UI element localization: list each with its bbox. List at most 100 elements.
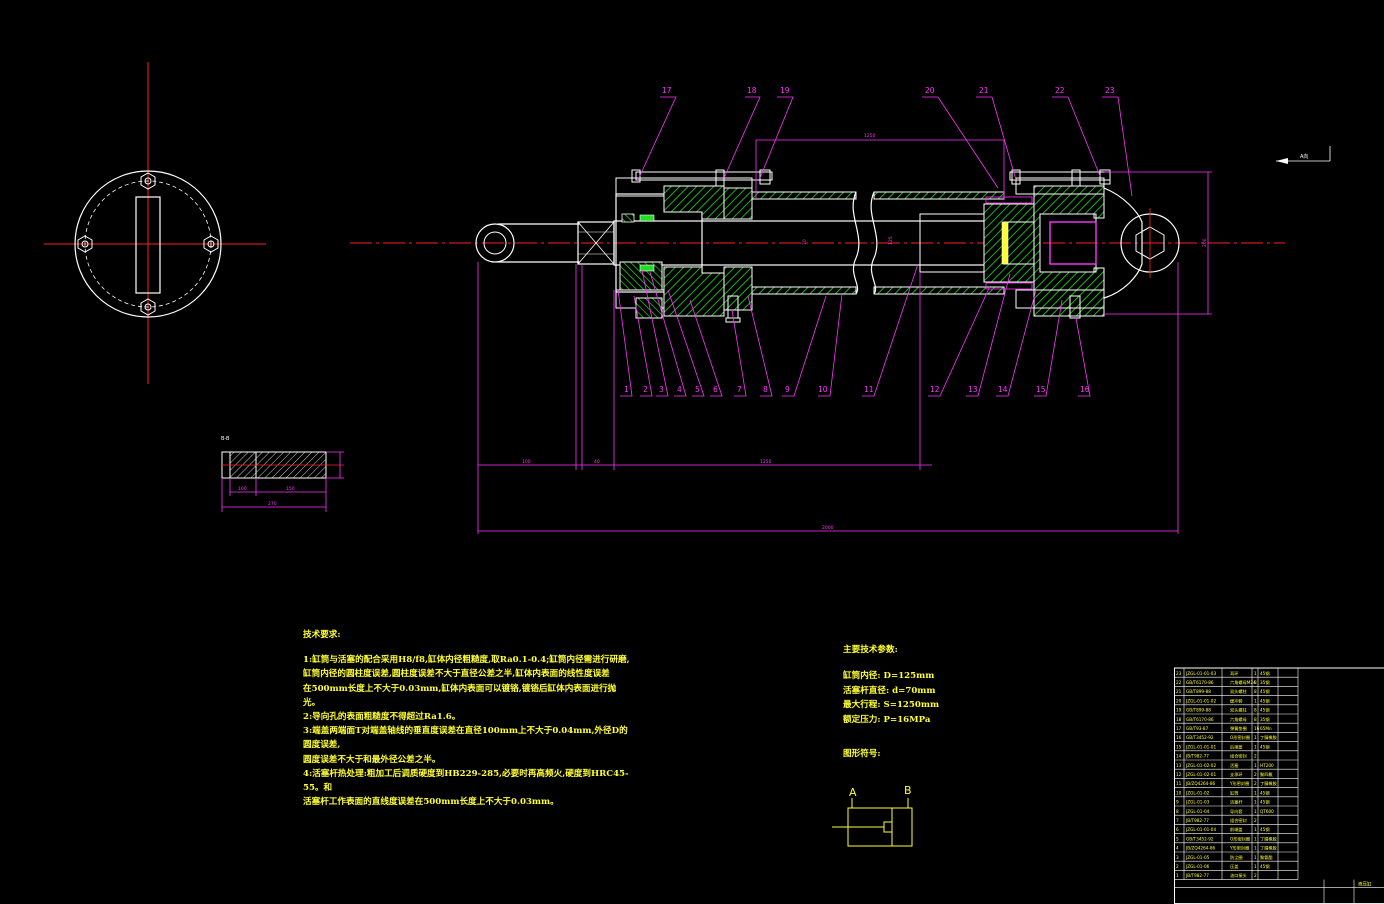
bom-cell: 45钢: [1260, 697, 1270, 704]
bom-cell: 65Mn: [1260, 726, 1272, 731]
bom-cell: 双头螺柱: [1230, 688, 1248, 695]
bom-cell: 组合密封: [1230, 817, 1247, 824]
bom-cell: QT600: [1260, 809, 1274, 814]
bom-cell: 1: [1254, 855, 1257, 860]
tech-line: 2:导向孔的表面粗糙度不得超过Ra1.6。: [303, 712, 461, 723]
bom-cell: 1: [1254, 864, 1257, 869]
part-label-7: 7: [737, 385, 742, 394]
view-label: A向: [1300, 153, 1308, 160]
bom-cell: 8: [1176, 809, 1179, 814]
cylinder-assembly: A向: [350, 146, 1331, 323]
rear-clevis: [1103, 187, 1143, 299]
bom-cell: GB/T6170-86: [1186, 717, 1214, 722]
port-a-label: A: [849, 786, 857, 799]
bom-cell: 前端盖: [1230, 826, 1243, 833]
tech-line: 4:活塞杆热处理:粗加工后调质硬度到HB229-285,必要时再高频火,硬度到H…: [303, 768, 629, 794]
bom-cell: 23: [1176, 671, 1182, 676]
bom-cell: 18: [1176, 717, 1182, 722]
part-label-20: 20: [925, 86, 935, 95]
bom-cell: JZGL-01-02-02: [1185, 763, 1216, 768]
small-a-dim: 100: [238, 486, 247, 492]
bom-cell: 六角螺母: [1230, 716, 1247, 723]
bom-cell: 4: [1176, 846, 1179, 851]
bom-cell: GB/T899-88: [1186, 689, 1211, 694]
bom-cell: 1: [1254, 735, 1257, 740]
part-label-11: 11: [864, 385, 874, 394]
tech-heading: 技术要求:: [303, 630, 341, 640]
dimension-lines: [477, 139, 1212, 534]
part-label-13: 13: [968, 385, 978, 394]
part-label-22: 22: [1055, 86, 1065, 95]
bom-cell: 9: [1176, 800, 1179, 805]
param-line: 活塞杆直径: d=70mm: [843, 685, 936, 696]
bom-cell: 1: [1176, 873, 1179, 878]
bom-cell: 组合密封: [1230, 753, 1247, 760]
bom-cell: 21: [1176, 689, 1182, 694]
bom-cell: 45钢: [1260, 743, 1270, 750]
param-line: 最大行程: S=1250mm: [843, 700, 940, 711]
bom-cell: 缸筒: [1230, 789, 1238, 796]
part-label-16: 16: [1080, 385, 1090, 394]
bom-cell: 后端盖: [1230, 743, 1243, 750]
bom-cell: 45钢: [1260, 670, 1270, 677]
section-bb: B-B 270 100 150: [221, 436, 344, 512]
bom-cell: 12: [1176, 772, 1182, 777]
part-label-14: 14: [998, 385, 1008, 394]
bom-cell: JZGL-01-01-03: [1185, 671, 1216, 676]
dim-bore: 125: [888, 236, 894, 245]
dim-total: 2000: [822, 525, 834, 531]
param-line: 缸筒内径: D=125mm: [843, 671, 935, 682]
bom-cell: 1: [1254, 744, 1257, 749]
bom-cell: 1: [1254, 836, 1257, 841]
bom-cell: 45钢: [1260, 826, 1270, 833]
part-label-19: 19: [780, 86, 790, 95]
part-label-3: 3: [659, 385, 664, 394]
rod-slot: [135, 196, 161, 294]
bom-cell: O形密封圈: [1230, 835, 1250, 842]
main-parameters: 主要技术参数: 缸筒内径: D=125mm 活塞杆直径: d=70mm 最大行程…: [843, 643, 939, 761]
part-numbers: 17 18 19 20 21 22 23 1 2 3 4 5 6 7 8 9 1…: [624, 86, 1115, 394]
bom-cell: GB/T3452-92: [1186, 836, 1214, 841]
bom-cell: 11: [1176, 781, 1182, 786]
params-heading: 主要技术参数:: [843, 645, 898, 655]
rod-eye-outer: [475, 223, 515, 263]
bom-cell: 1: [1254, 827, 1257, 832]
bom-cell: 导向套: [1230, 808, 1243, 815]
bom-cell: 1: [1254, 846, 1257, 851]
bom-cell: JZGL-01-04: [1185, 809, 1210, 814]
bom-cell: 1: [1254, 809, 1257, 814]
part-label-17: 17: [662, 86, 672, 95]
bom-cell: 20: [1176, 698, 1182, 703]
bom-cell: JZGL-01-06: [1185, 864, 1210, 869]
tech-requirements: 技术要求: 1:缸筒与活塞的配合采用H8/f8,缸体内径粗糙度,取Ra0.1-0…: [303, 628, 633, 809]
bom-cell: 2: [1254, 772, 1257, 777]
bom-cell: 丁腈橡胶: [1260, 780, 1277, 787]
tech-line: 1:缸筒与活塞的配合采用H8/f8,缸体内径粗糙度,取Ra0.1-0.4;缸筒内…: [303, 655, 630, 666]
leader-lines: [617, 96, 1133, 397]
bom-cell: 压盖: [1230, 863, 1238, 870]
piston: [983, 203, 1035, 283]
bom-cell: JZGL-01-01-01: [1185, 744, 1216, 749]
bolt-heads: [77, 172, 219, 316]
bom-cell: O形密封圈: [1230, 734, 1250, 741]
bom-cell: GB/T3452-92: [1186, 735, 1214, 740]
bom-cell: 6: [1176, 827, 1179, 832]
bom-cell: 1: [1254, 698, 1257, 703]
bom-cell: JB/ZQ4264-86: [1185, 781, 1216, 786]
bom-cell: 14: [1176, 754, 1182, 759]
bom-cell: 8: [1254, 689, 1257, 694]
bom-cell: 45钢: [1260, 789, 1270, 796]
bom-cell: 缓冲套: [1230, 697, 1243, 704]
bom-cell: 1: [1254, 790, 1257, 795]
bom-cell: 10: [1176, 790, 1182, 795]
bom-cell: 5: [1176, 836, 1179, 841]
bom-cell: 1: [1254, 763, 1257, 768]
bom-cell: 8: [1254, 680, 1257, 685]
bom-cell: 17: [1176, 726, 1182, 731]
dim-d1: 100: [522, 459, 531, 465]
bom-cell: 活塞: [1230, 762, 1239, 769]
dim-d2: 40: [594, 459, 600, 465]
bom-cell: HT200: [1260, 763, 1274, 768]
bom-cell: JZGL-01-02-01: [1185, 772, 1216, 777]
